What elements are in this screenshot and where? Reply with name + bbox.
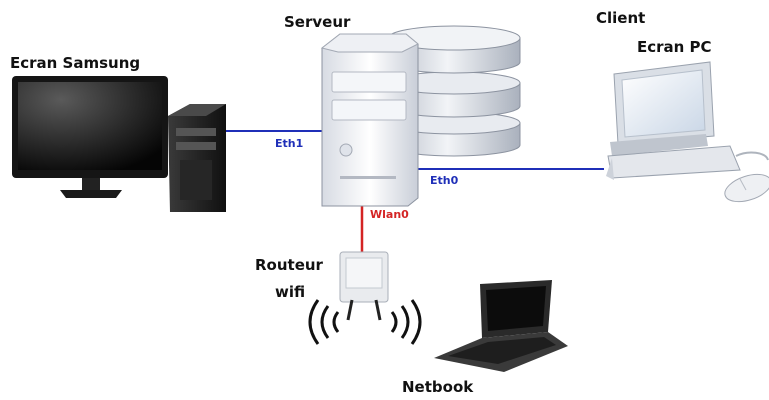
router-label-line2: wifi: [275, 283, 306, 301]
server-label: Serveur: [284, 13, 351, 31]
mouse-icon: [724, 151, 769, 203]
wlan0-port-label: Wlan0: [370, 208, 409, 221]
netbook-icon: [434, 280, 568, 372]
netbook-label: Netbook: [402, 378, 474, 396]
eth1-port-label: Eth1: [275, 137, 304, 150]
pc-tower-icon: [168, 104, 226, 212]
server-tower-icon: [320, 33, 419, 207]
wifi-waves-icon: [308, 299, 422, 345]
wifi-router-icon: [339, 251, 389, 321]
eth0-port-label: Eth0: [430, 174, 459, 187]
router-label-line1: Routeur: [255, 256, 323, 274]
client-screen-label: Ecran PC: [637, 38, 712, 56]
database-disk-stack-icon: [387, 25, 521, 157]
samsung-screen-label: Ecran Samsung: [10, 54, 141, 72]
samsung-monitor-icon: [12, 76, 168, 198]
client-label: Client: [596, 9, 646, 27]
client-monitor-icon: [606, 61, 741, 180]
